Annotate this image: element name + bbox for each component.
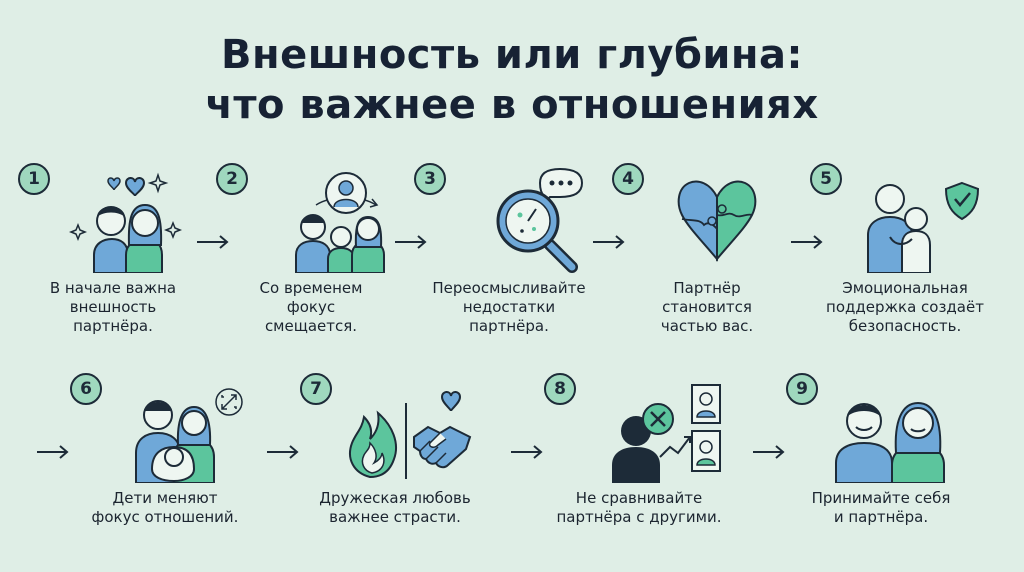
step-number: 9 <box>786 373 818 405</box>
arrow-right-icon <box>196 234 230 250</box>
arrow-right-icon <box>266 444 300 460</box>
title-line-1: Внешность или глубина: <box>220 32 804 78</box>
puzzle-heart-icon <box>642 163 792 273</box>
step-number: 4 <box>612 163 644 195</box>
arrow-right-icon <box>752 444 786 460</box>
step-caption: Принимайте себя и партнёра. <box>811 489 951 526</box>
arrow-right-icon <box>592 234 626 250</box>
no-comparison-icon <box>574 373 724 483</box>
couple-hearts-icon <box>48 163 198 273</box>
step-caption: Со временем фокус смещается. <box>259 279 363 335</box>
step-number: 8 <box>544 373 576 405</box>
step-number: 3 <box>414 163 446 195</box>
step-3: 3 Переосмысливайте недостатки партнёра. <box>414 163 604 353</box>
step-number: 2 <box>216 163 248 195</box>
step-caption: Партнёр становится частью вас. <box>660 279 754 335</box>
support-shield-icon <box>840 163 990 273</box>
arrow-right-icon <box>394 234 428 250</box>
step-2: 2 Со временем фокус смещается. <box>216 163 406 353</box>
arrow-right-icon <box>36 444 70 460</box>
step-number: 7 <box>300 373 332 405</box>
family-focus-icon <box>246 163 396 273</box>
step-6: 6 Дети меняют фокус отношений. <box>70 373 260 563</box>
step-caption: Переосмысливайте недостатки партнёра. <box>432 279 586 335</box>
page-title: Внешность или глубина: что важнее в отно… <box>0 30 1024 130</box>
step-4: 4 Партнёр становится частью вас. <box>612 163 802 353</box>
step-number: 1 <box>18 163 50 195</box>
happy-couple-icon <box>816 373 966 483</box>
step-caption: Дружеская любовь важнее страсти. <box>319 489 471 526</box>
step-number: 6 <box>70 373 102 405</box>
title-line-2: что важнее в отношениях <box>205 82 819 128</box>
step-number: 5 <box>810 163 842 195</box>
magnifier-icon <box>444 163 594 273</box>
step-9: 9 Принимайте себя и партнёра. <box>786 373 976 563</box>
step-1: 1 В начале важна внешность партнёра. <box>18 163 208 353</box>
step-caption: Эмоциональная поддержка создаёт безопасн… <box>826 279 984 335</box>
family-baby-icon <box>100 373 250 483</box>
step-caption: Дети меняют фокус отношений. <box>91 489 239 526</box>
step-caption: Не сравнивайте партнёра с другими. <box>556 489 722 526</box>
step-8: 8 Не сравнивайте партнёра с другими. <box>544 373 734 563</box>
arrow-right-icon <box>790 234 824 250</box>
step-7: 7 Дружеская любовь важнее страсти. <box>300 373 490 563</box>
arrow-right-icon <box>510 444 544 460</box>
step-caption: В начале важна внешность партнёра. <box>49 279 177 335</box>
flame-handshake-icon <box>330 373 480 483</box>
step-5: 5 Эмоциональная поддержка создаёт безопа… <box>810 163 1000 353</box>
